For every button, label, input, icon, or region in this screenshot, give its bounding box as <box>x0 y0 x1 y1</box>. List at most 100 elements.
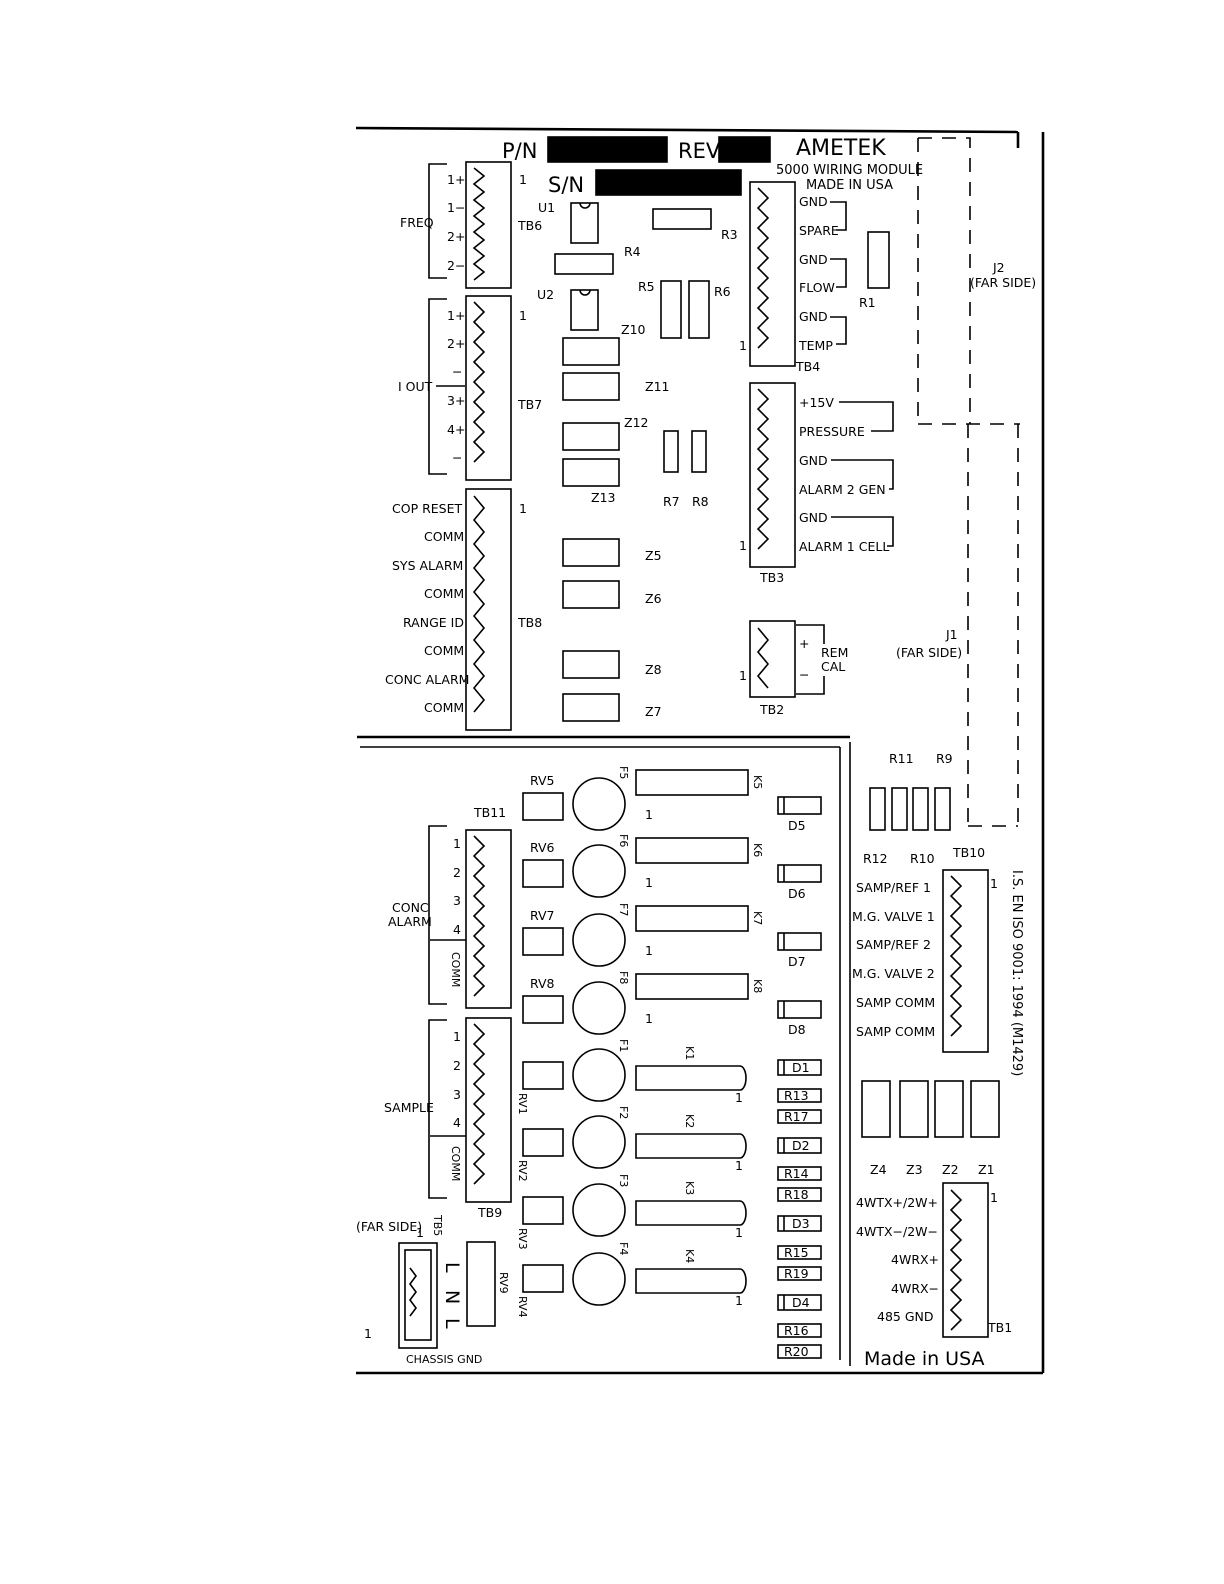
label-tb5-pin1_b: 1 <box>364 1326 372 1341</box>
label-parts-z5: Z5 <box>645 548 662 563</box>
tb7-pin-label: 4+ <box>447 422 465 437</box>
label-tb3-pins-1: PRESSURE <box>799 424 865 439</box>
terminal-block-tb7: 1+ 2+ − 3+ 4+ − I OUT 1 TB7 <box>398 295 542 481</box>
label-tb5-name: TB5 <box>431 1214 444 1236</box>
label-tb5-far: (FAR SIDE) <box>356 1219 422 1234</box>
label-tb3-name: TB3 <box>759 570 784 585</box>
label-tb4-pins-0: GND <box>799 194 828 209</box>
tb8-pin-label: COMM <box>424 643 464 658</box>
label-parts-rv7: RV7 <box>530 908 555 923</box>
label-tb4-pins-5: TEMP <box>798 338 833 353</box>
label-parts-r11: R11 <box>889 751 914 766</box>
tb6-group-label: FREQ <box>400 215 434 230</box>
label-parts-one: 1 <box>645 875 653 890</box>
diode-resistor-column: D5 D6 D7 D8 D1 R13 R17 D2 R14 R18 D3 R15… <box>777 796 822 1359</box>
label-parts-z11: Z11 <box>645 379 669 394</box>
far-side-connectors: J2 (FAR SIDE) J1 (FAR SIDE) <box>896 137 1036 827</box>
label-parts-k8: K8 <box>751 979 764 993</box>
label-parts-z13: Z13 <box>591 490 615 505</box>
label-parts-z4: Z4 <box>870 1162 887 1177</box>
label-tb10-pins-0: SAMP/REF 1 <box>856 880 931 895</box>
label-parts-k7: K7 <box>751 911 764 925</box>
board-outline <box>355 126 1045 1375</box>
label-tb4-pins-3: FLOW <box>799 280 835 295</box>
label-parts-d7: D7 <box>788 954 806 969</box>
label-tb4-pins-1: SPARE <box>799 223 839 238</box>
right-lower-section: R11 R9 R12 R10 TB10 1 SAMP/REF 1 M.G. VA… <box>852 751 1012 1338</box>
tb6-pin-label: 1+ <box>447 172 465 187</box>
label-j2-far: (FAR SIDE) <box>970 275 1036 290</box>
label-parts-one: 1 <box>735 1090 743 1105</box>
label-parts-d8: D8 <box>788 1022 806 1037</box>
label-parts-r16: R16 <box>784 1323 809 1338</box>
label-parts-r5: R5 <box>638 279 655 294</box>
label-parts-r3: R3 <box>721 227 738 242</box>
label-parts-r13: R13 <box>784 1088 809 1103</box>
label-parts-u2: U2 <box>537 287 554 302</box>
header: P/N REV AMETEK 5000 WIRING MODULE MADE I… <box>502 136 1024 1370</box>
label-parts-f7: F7 <box>617 903 630 916</box>
label-parts-d4: D4 <box>792 1295 810 1310</box>
made-in-usa-top: MADE IN USA <box>806 178 893 193</box>
label-tb3-pins-2: GND <box>799 453 828 468</box>
iso-certification: I.S. EN ISO 9001: 1994 (M1429) <box>1009 870 1024 1076</box>
module-title: 5000 WIRING MODULE <box>776 163 923 178</box>
label-tb9-pins-0: 1 <box>453 1029 461 1044</box>
label-parts-z7: Z7 <box>645 704 662 719</box>
label-tb2-label_a: REM <box>821 645 848 660</box>
label-parts-z6: Z6 <box>645 591 662 606</box>
label-tb9-pins-3: 4 <box>453 1115 461 1130</box>
label-parts-rv3: RV3 <box>516 1228 529 1250</box>
tb8-name: TB8 <box>517 615 542 630</box>
label-parts-f3: F3 <box>617 1174 630 1187</box>
label-tb1-name: TB1 <box>987 1320 1012 1335</box>
tb8-pin-label: COMM <box>424 529 464 544</box>
tb8-pin-label: COP RESET <box>392 501 462 516</box>
label-parts-k1: K1 <box>683 1046 696 1060</box>
tb7-pin-label: − <box>452 450 462 465</box>
label-j1-name: J1 <box>945 627 958 642</box>
tb8-pin-label: CONC ALARM <box>385 672 469 687</box>
tb8-pin-label: COMM <box>424 700 464 715</box>
label-tb10-pin1: 1 <box>990 876 998 891</box>
label-tb1-pins-2: 4WRX+ <box>891 1252 939 1267</box>
label-parts-f4: F4 <box>617 1242 630 1255</box>
tb6-pin-label: 2− <box>447 258 465 273</box>
tb6-pin-label: 2+ <box>447 229 465 244</box>
label-parts-k6: K6 <box>751 843 764 857</box>
tb8-pin-label: COMM <box>424 586 464 601</box>
label-tb9-name: TB9 <box>477 1205 502 1220</box>
label-tb11-comm: COMM <box>449 952 462 987</box>
terminal-block-tb6: 1+ 1− 2+ 2− FREQ 1 TB6 <box>400 161 542 289</box>
label-tb10-name: TB10 <box>952 845 985 860</box>
label-parts-r17: R17 <box>784 1109 809 1124</box>
brand-name: AMETEK <box>796 136 886 161</box>
label-j1-far: (FAR SIDE) <box>896 645 962 660</box>
tb8-pin1: 1 <box>519 501 527 516</box>
label-parts-rv2: RV2 <box>516 1160 529 1182</box>
label-parts-z2: Z2 <box>942 1162 959 1177</box>
label-tb5-pin1_a: 1 <box>416 1225 424 1240</box>
label-parts-r7: R7 <box>663 494 680 509</box>
label-parts-d3: D3 <box>792 1216 810 1231</box>
tb7-pin1: 1 <box>519 308 527 323</box>
label-tb11-pins-3: 4 <box>453 922 461 937</box>
label-tb3-pins-0: +15V <box>799 395 834 410</box>
label-tb1-pin1: 1 <box>990 1190 998 1205</box>
label-tb5-chassis: CHASSIS GND <box>406 1353 482 1366</box>
label-parts-r6: R6 <box>714 284 731 299</box>
label-parts-rv4: RV4 <box>516 1296 529 1318</box>
label-parts-rv9: RV9 <box>497 1272 510 1294</box>
made-in-usa-bottom: Made in USA <box>864 1348 985 1370</box>
terminal-block-tb9: 1 2 3 4 COMM SAMPLE TB9 <box>384 1017 512 1220</box>
label-tb1-pins-4: 485 GND <box>877 1309 934 1324</box>
tb6-pin-label: 1− <box>447 200 465 215</box>
label-tb9-pins-1: 2 <box>453 1058 461 1073</box>
pn-label: P/N <box>502 139 537 163</box>
label-parts-f8: F8 <box>617 971 630 984</box>
label-tb9-comm: COMM <box>449 1146 462 1181</box>
tb6-name: TB6 <box>517 218 542 233</box>
label-parts-k4: K4 <box>683 1249 696 1263</box>
relay-section: RV5 RV6 RV7 RV8 RV1 RV2 RV3 RV4 F5 F6 F7… <box>516 766 764 1318</box>
